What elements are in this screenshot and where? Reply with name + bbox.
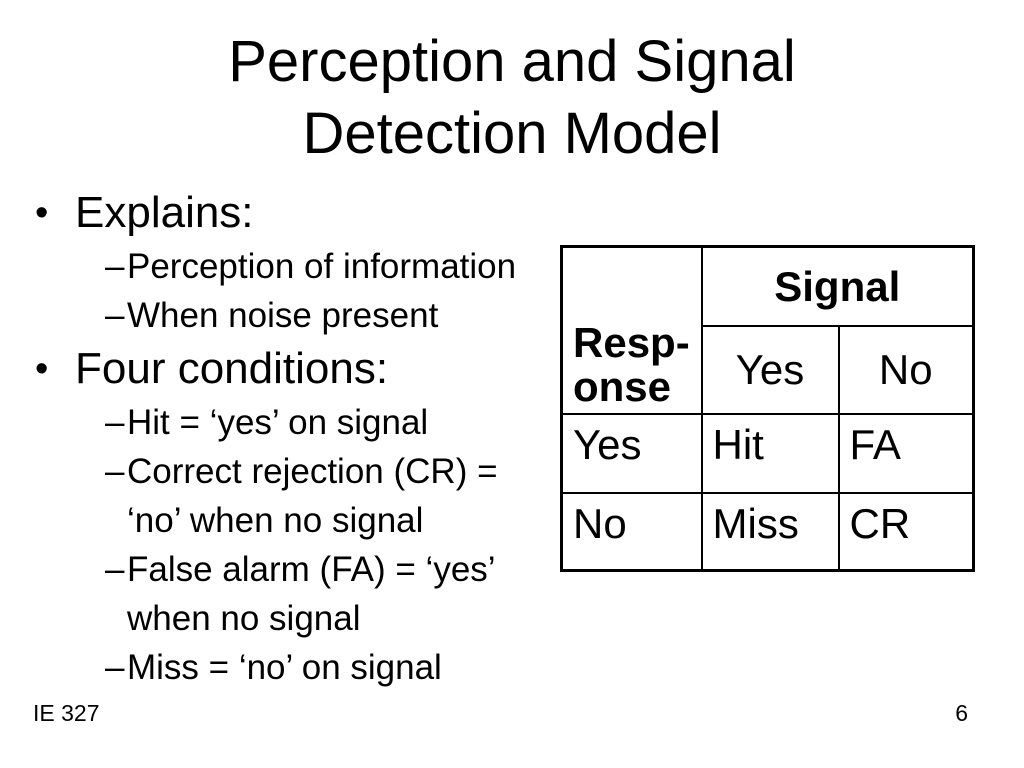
bullet-text: Four conditions: [75,344,389,393]
sub-bullet-item: – False alarm (FA) = ‘yes’ when no signa… [105,545,555,643]
dash-marker: – [105,550,125,589]
table-cell-miss: Miss [700,492,840,572]
dash-marker: – [105,247,125,286]
sub-bullet-item: – Correct rejection (CR) = ‘no’ when no … [105,447,555,545]
sub-bullet-text: When noise present [127,296,439,335]
bullet-item: • Four conditions: [35,342,555,396]
slide-title-line2: Detection Model [302,101,722,166]
sub-bullet-item: – Hit = ‘yes’ on signal [105,398,555,447]
table-signal-header: Signal [700,245,975,327]
table-cell-fa: FA [837,413,975,494]
bullet-item: • Explains: [35,186,555,240]
footer-course-label: IE 327 [33,700,100,726]
sub-bullet-text: Perception of information [127,247,517,286]
dash-marker: – [105,452,125,491]
sub-bullet-text: Hit = ‘yes’ on signal [127,403,429,442]
table-row: Yes Hit FA [560,413,975,494]
table-cell-hit: Hit [700,413,840,494]
table-row-label: Yes [560,413,703,494]
sub-bullet-text: Miss = ‘no’ on signal [127,648,442,687]
sub-bullet-text: False alarm (FA) = ‘yes’ when no signal [127,550,495,638]
bullet-marker: • [35,348,49,390]
sub-bullet-item: – Perception of information [105,242,555,291]
table-corner-header: Resp-onse [560,245,703,415]
slide-title: Perception and Signal Detection Model [0,26,1024,170]
table-cell-cr: CR [837,492,975,572]
table-col-header-no: No [837,325,975,415]
sub-bullet-text: Correct rejection (CR) = ‘no’ when no si… [127,452,498,540]
dash-marker: – [105,648,125,687]
bullet-list: • Explains: – Perception of information … [35,184,555,692]
sub-bullet-item: – Miss = ‘no’ on signal [105,643,555,692]
footer-page-number: 6 [955,700,968,726]
bullet-text: Explains: [75,188,254,237]
dash-marker: – [105,403,125,442]
table-row-label: No [560,492,703,572]
bullet-marker: • [35,192,49,234]
dash-marker: – [105,296,125,335]
table-row: No Miss CR [560,492,975,572]
slide-title-line1: Perception and Signal [228,29,796,94]
signal-detection-table: Resp-onse Signal Yes No Yes Hit FA No Mi… [560,245,975,572]
table-col-header-yes: Yes [700,325,840,415]
sub-bullet-item: – When noise present [105,291,555,340]
